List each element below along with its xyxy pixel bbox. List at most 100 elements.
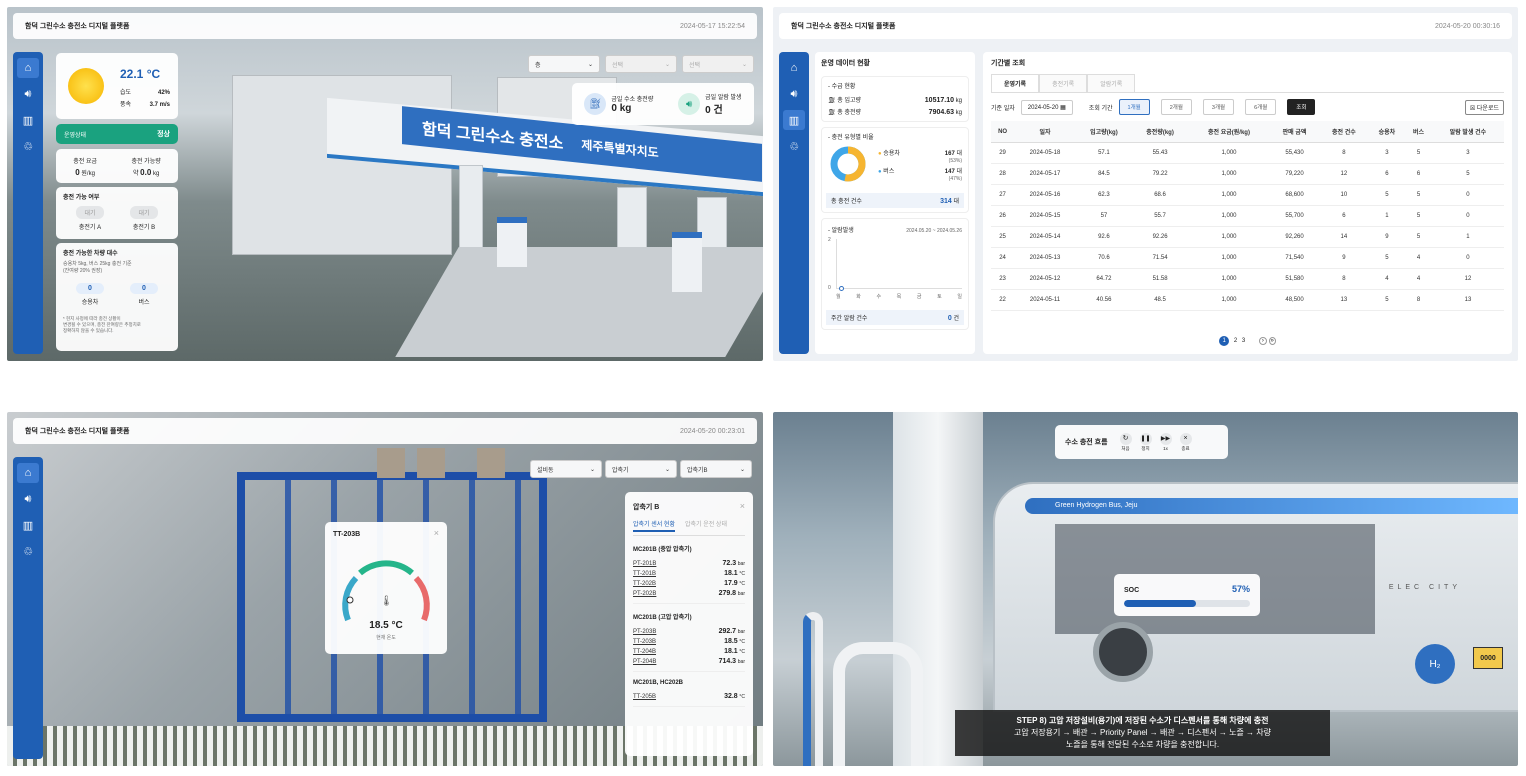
speaker-icon[interactable]: 🔊︎ [24,492,32,505]
sensor-tag-link[interactable]: PT-201B [633,560,657,567]
close-icon[interactable]: × [739,500,745,511]
area-select[interactable]: 선택⌄ [605,55,677,73]
table-cell: 5 [1405,226,1432,248]
sensor-tag-link[interactable]: TT-204B [633,648,657,655]
exit-button[interactable]: ×종료 [1179,432,1192,452]
close-icon[interactable]: × [433,528,439,538]
chart-icon[interactable]: ▥ [22,114,34,127]
h2-logo-icon: H₂ [1415,644,1455,684]
unit: 건 [953,316,959,322]
bus-label: 버스 [883,168,895,175]
speaker-icon[interactable]: 🔊︎ [24,87,32,100]
chevron-down-icon: ⌄ [741,61,747,68]
fee-unit: 원/kg [81,170,95,177]
caption-line: 노즐을 통해 전달된 수소로 차량을 충전합니다. [1065,740,1220,749]
table-cell: 4 [1405,247,1432,269]
table-cell: 27 [991,184,1015,206]
home-icon[interactable]: ⌂ [17,58,39,78]
sensor-tag-link[interactable]: TT-201B [633,570,657,577]
page-2[interactable]: 2 [1233,338,1238,344]
capacity-value: 0.0 [140,167,152,177]
sensor-unit: °C [739,648,745,655]
sensor-tag-link[interactable]: TT-205B [633,693,657,700]
sensor-tag-link[interactable]: PT-204B [633,658,657,665]
excel-icon: ☒ [1469,105,1476,112]
tab-alarm-log[interactable]: 알람기록 [1087,74,1136,92]
speed-button[interactable]: ▶▶1x [1159,433,1172,451]
column-header: 충전량(kg) [1132,121,1189,143]
speaker-icon[interactable]: 🔊︎ [790,87,798,100]
home-icon[interactable]: ⌂ [17,463,39,483]
tab-charge-log[interactable]: 충전기록 [1039,74,1088,92]
period-2m-button[interactable]: 2개월 [1160,99,1192,115]
alarm-title: - 알람발생 [828,227,854,234]
recycle-icon[interactable]: ♲ [23,545,33,558]
page-3[interactable]: 3 [1241,338,1246,344]
sensor-value: 72.3 [722,559,737,567]
download-button[interactable]: ☒ 다운로드 [1464,99,1504,115]
sensor-value: 279.8 [718,589,737,597]
unit-select[interactable]: 압축기B⌄ [680,460,752,478]
chart-icon[interactable]: ▥ [22,519,34,532]
period-3m-button[interactable]: 3개월 [1202,99,1235,115]
select-value: 압축기B [687,467,708,474]
table-cell: 5 [1368,184,1406,206]
sensor-tag-link[interactable]: PT-202B [633,590,657,597]
search-button[interactable]: 조회 [1287,99,1316,115]
recycle-icon[interactable]: ♲ [23,140,33,153]
building-select[interactable]: 설비동⌄ [530,460,602,478]
fuel-pump-icon: ⛽︎ [584,93,607,115]
gauge-label: 현재 온도 [376,635,396,641]
last-page-icon[interactable]: » [1268,337,1276,345]
unit: 대 [956,150,962,157]
sensor-tag-link[interactable]: TT-202B [633,580,657,587]
app-title: 함덕 그린수소 충전소 디지털 플랫폼 [791,23,896,30]
tab-ops-log[interactable]: 운영기록 [991,74,1040,92]
dispenser-icon[interactable] [672,232,702,292]
app-title: 함덕 그린수소 충전소 디지털 플랫폼 [25,428,130,435]
equipment-select[interactable]: 선택⌄ [682,55,754,73]
chart-icon[interactable]: ▥ [783,110,805,130]
recycle-icon[interactable]: ♲ [789,140,799,153]
page-1[interactable]: 1 [1219,336,1230,346]
sensor-tag-link[interactable]: PT-203B [633,628,657,635]
period-6m-button[interactable]: 6개월 [1245,99,1277,115]
period-1m-button[interactable]: 1개월 [1118,99,1150,115]
dispenser-icon[interactable] [497,217,527,267]
table-cell: 5 [1405,142,1432,164]
equipment-select[interactable]: 압축기⌄ [605,460,677,478]
tab-operation-status[interactable]: 압축기 운전 상태 [684,522,727,528]
ops-title: 운영 데이터 현황 [821,60,870,67]
date-input[interactable]: 2024-05-20 ▦ [1020,99,1073,115]
sensor-tag-link[interactable]: TT-203B [633,638,657,645]
bus-label: 버스 [138,300,150,306]
table-cell: 1,000 [1188,247,1270,269]
home-icon[interactable]: ⌂ [790,62,798,74]
next-page-icon[interactable]: › [1258,337,1267,345]
table-cell: 10 [1319,184,1369,206]
pause-button[interactable]: ❚❚정지 [1139,432,1152,452]
restart-button[interactable]: ↻처음 [1119,432,1132,452]
tab-sensor-status[interactable]: 압축기 센서 현황 [633,519,675,532]
floor-select[interactable]: 층⌄ [528,55,600,73]
